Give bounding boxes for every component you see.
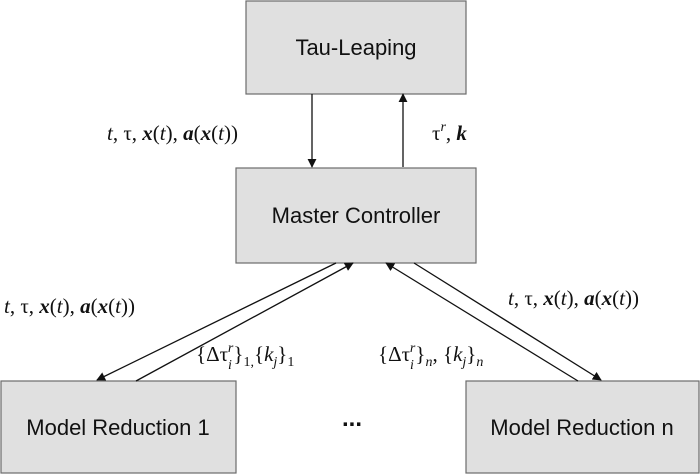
model-reduction-1-node: Model Reduction 1 — [0, 380, 237, 474]
arrow-reduction-1-to-master — [135, 262, 354, 382]
left-down-edge-label: t, τ, x(t), a(x(t)) — [4, 294, 135, 318]
left-up-edge-label: {Δτir}1,{kj}1 — [196, 341, 294, 373]
model-reduction-n-node: Model Reduction n — [465, 380, 700, 474]
arrow-master-to-reduction-1 — [96, 262, 337, 381]
model-reduction-1-label: Model Reduction 1 — [26, 415, 209, 440]
ellipsis-more-nodes: ... — [342, 405, 362, 432]
model-reduction-n-label: Model Reduction n — [490, 415, 673, 440]
master-controller-label: Master Controller — [272, 203, 441, 228]
right-down-edge-label: t, τ, x(t), a(x(t)) — [508, 286, 639, 310]
right-up-edge-label: {Δτir}n, {kj}n — [378, 341, 483, 373]
arrow-reduction-n-to-master — [385, 262, 579, 382]
tau-leaping-label: Tau-Leaping — [295, 35, 416, 60]
tau-leaping-node: Tau-Leaping — [245, 0, 467, 95]
top-down-edge-label: t, τ, x(t), a(x(t)) — [107, 121, 238, 145]
arrow-master-to-reduction-n — [413, 262, 602, 381]
master-controller-node: Master Controller — [235, 167, 477, 264]
top-up-edge-label: τr, k — [432, 120, 467, 145]
